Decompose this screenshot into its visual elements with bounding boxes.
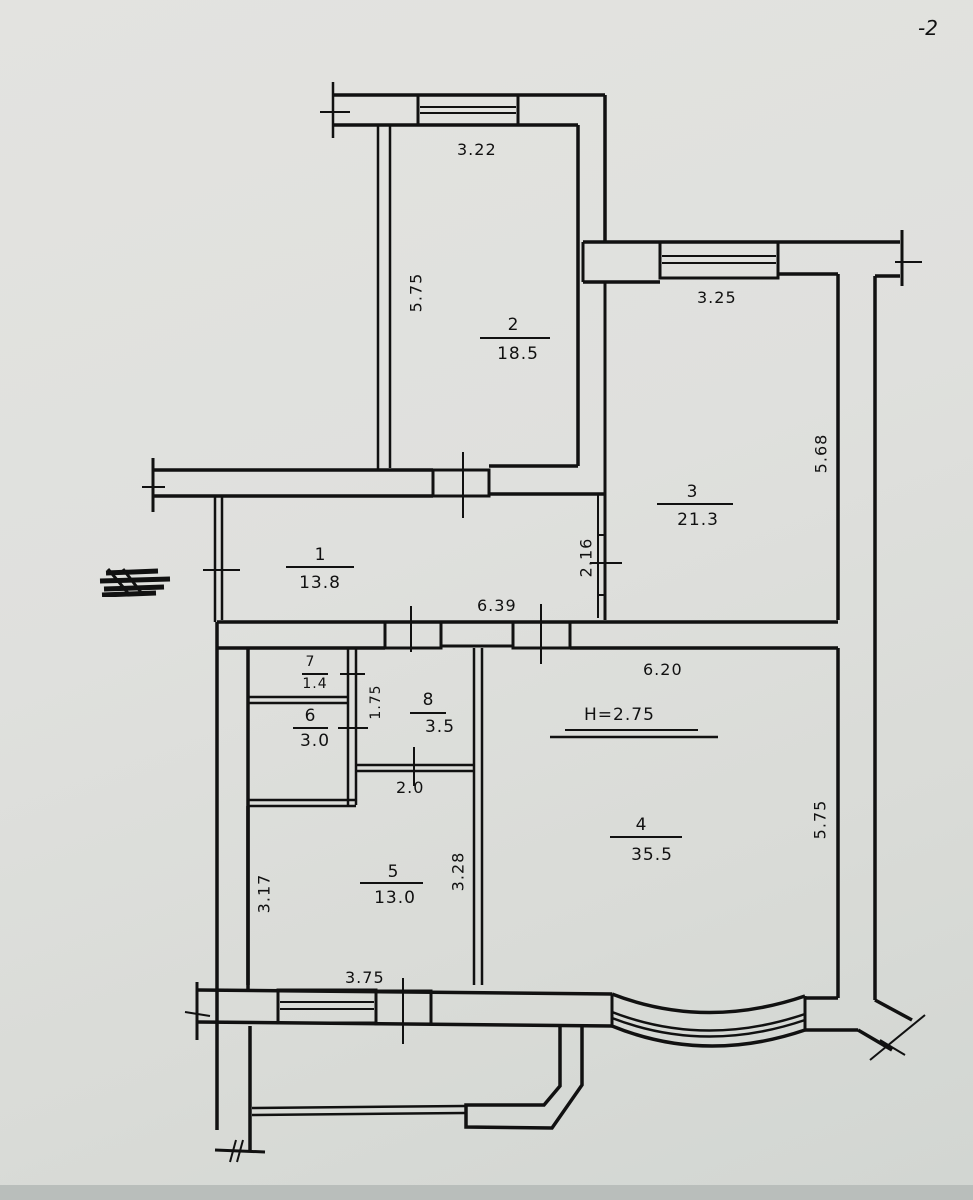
dim-room8-height: 1.75 (368, 684, 384, 720)
dim-room1-height: 2.16 (576, 537, 596, 578)
room-8-area: 3.5 (424, 717, 456, 737)
room-7-fraction-line (302, 673, 328, 675)
dim-room4-width: 6.20 (643, 660, 683, 679)
room-8-fraction-line (410, 712, 446, 714)
room-5-fraction-line (360, 882, 423, 884)
room-4-area: 35.5 (631, 845, 673, 865)
room-6-number: 6 (304, 706, 316, 726)
dim-room5-width: 3.75 (345, 968, 385, 987)
dim-room8-width: 2.0 (396, 778, 425, 797)
room-3-fraction-line (657, 503, 733, 505)
room-6-area: 3.0 (299, 731, 331, 751)
scribble-mark (99, 568, 171, 597)
room-2-walls (320, 82, 607, 470)
dim-room5-left: 3.17 (254, 873, 274, 914)
balcony-walls (214, 1026, 584, 1163)
room-2-fraction-line (480, 337, 550, 339)
dim-room2-length: 5.75 (406, 272, 426, 313)
dim-room4-length: 5.75 (810, 799, 830, 840)
room-2-number: 2 (507, 315, 519, 335)
room-5-area: 13.0 (374, 888, 416, 908)
sheet-bottom-edge (0, 1185, 973, 1200)
bottom-exterior-wall (184, 978, 926, 1061)
room-4-number: 4 (635, 815, 647, 835)
room-8-number: 8 (422, 690, 434, 710)
corridor-top-wall (142, 452, 605, 518)
page-mark: -2 (918, 16, 938, 40)
room-6-fraction-line (293, 727, 328, 729)
dim-room1-length: 6.39 (477, 596, 517, 615)
dim-room5-right: 3.28 (448, 851, 468, 892)
room-3-walls (581, 230, 922, 1000)
room-2-area: 18.5 (497, 344, 539, 364)
room-7-number: 7 (305, 654, 315, 670)
dim-room3-length: 5.68 (811, 433, 831, 474)
dim-room3-width: 3.25 (697, 288, 737, 307)
dim-room2-width: 3.22 (457, 140, 497, 159)
room-3-area: 21.3 (677, 510, 719, 530)
ceiling-height-label: H=2.75 (584, 705, 655, 725)
room-1-fraction-line (286, 566, 354, 568)
room-1-number: 1 (314, 545, 326, 565)
room-7-area: 1.4 (302, 676, 328, 692)
room-3-number: 3 (686, 482, 698, 502)
room-4-fraction-line (610, 836, 682, 838)
room-1-area: 13.8 (299, 573, 341, 593)
ceiling-height-underline (550, 729, 718, 739)
room-5-number: 5 (387, 862, 399, 882)
